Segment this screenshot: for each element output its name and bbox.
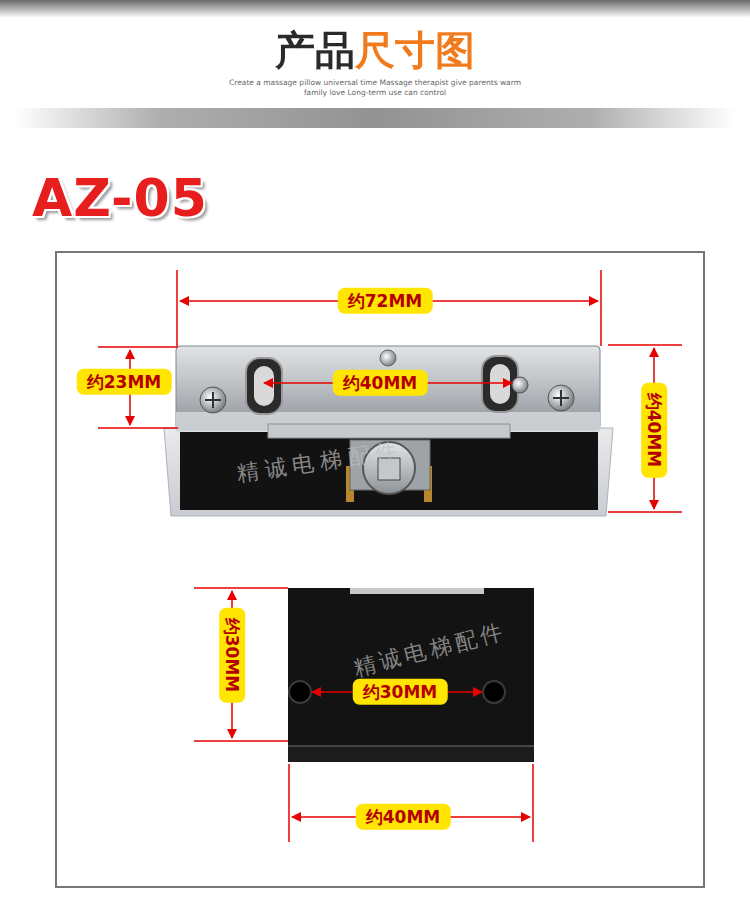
dimension-tag: 约30MM — [353, 679, 448, 705]
dimension-tag: 约40MM — [641, 383, 667, 478]
divider-bar — [15, 108, 735, 128]
switch-body — [164, 346, 613, 516]
model-number: AZ-05 — [32, 168, 208, 228]
top-shadow-bar — [0, 0, 750, 18]
dimension-tag: 约40MM — [356, 804, 451, 830]
dimension-tag: 约30MM — [219, 608, 245, 703]
dimension-lines — [98, 270, 682, 842]
dimension-tag: 约23MM — [77, 369, 172, 395]
frame — [56, 252, 704, 887]
dimension-tag: 约40MM — [333, 370, 428, 396]
magnet-block — [288, 588, 534, 762]
subtitle: Create a massage pillow universal time M… — [225, 78, 525, 98]
page-title: 产品尺寸图 — [275, 26, 475, 74]
dimension-tag: 约72MM — [338, 288, 433, 314]
